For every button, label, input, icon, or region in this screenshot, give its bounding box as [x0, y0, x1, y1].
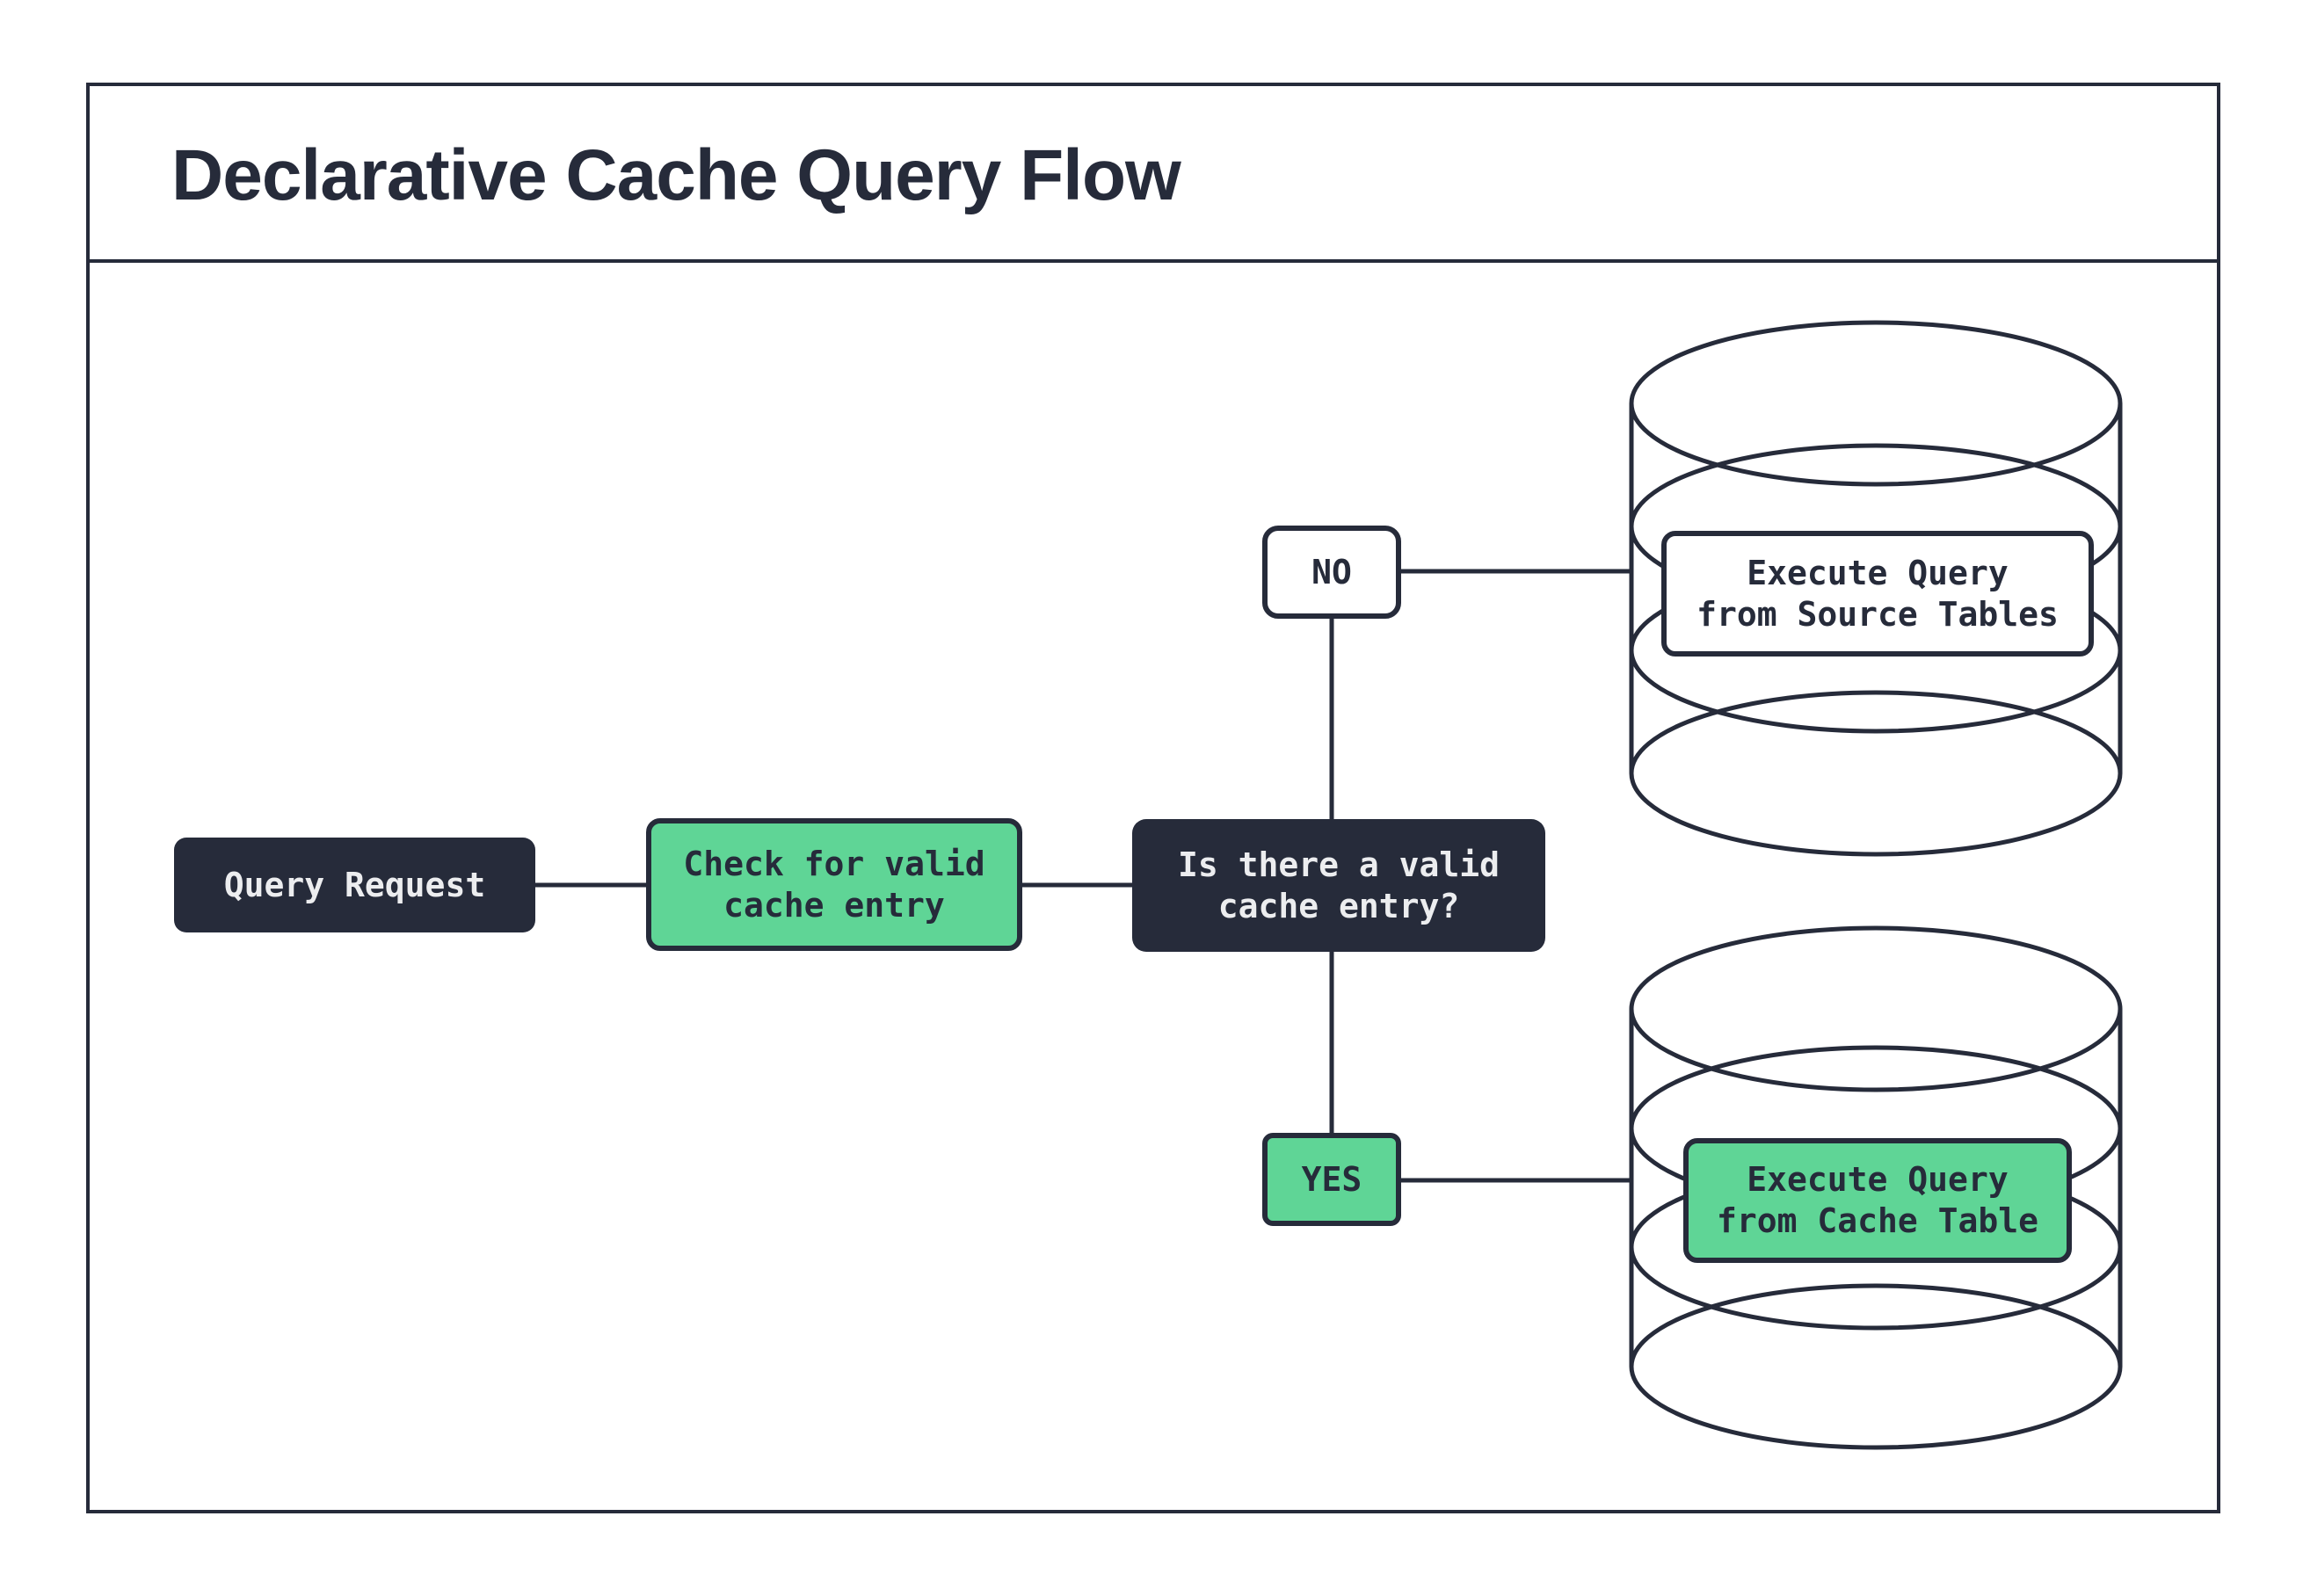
node-branch-no: NO — [1262, 526, 1401, 619]
node-check-cache-line1: Check for valid — [683, 844, 985, 883]
node-execute-source-line2: from Source Tables — [1696, 594, 2059, 634]
node-decision-line2: cache entry? — [1217, 886, 1460, 925]
node-execute-source-line1: Execute Query — [1747, 553, 2009, 592]
connector-lines — [535, 569, 1631, 1183]
node-query-request-label: Query Request — [223, 865, 486, 904]
node-execute-cache-line1: Execute Query — [1747, 1160, 2009, 1199]
node-execute-cache-table: Execute Query from Cache Table — [1683, 1138, 2072, 1263]
node-query-request: Query Request — [174, 838, 535, 932]
diagram-frame: Declarative Cache Query Flow — [86, 83, 2220, 1513]
node-check-cache: Check for valid cache entry — [646, 818, 1022, 951]
node-check-cache-line2: cache entry — [723, 885, 945, 925]
title-bar: Declarative Cache Query Flow — [90, 86, 2217, 263]
node-execute-source-tables: Execute Query from Source Tables — [1661, 531, 2094, 657]
node-branch-yes: YES — [1262, 1133, 1401, 1226]
node-decision-line1: Is there a valid — [1177, 845, 1500, 884]
node-branch-yes-label: YES — [1301, 1159, 1362, 1199]
page-title: Declarative Cache Query Flow — [171, 134, 1181, 215]
node-branch-no-label: NO — [1311, 552, 1352, 591]
node-decision-valid-cache: Is there a valid cache entry? — [1132, 819, 1545, 952]
node-execute-cache-line2: from Cache Table — [1716, 1201, 2039, 1240]
